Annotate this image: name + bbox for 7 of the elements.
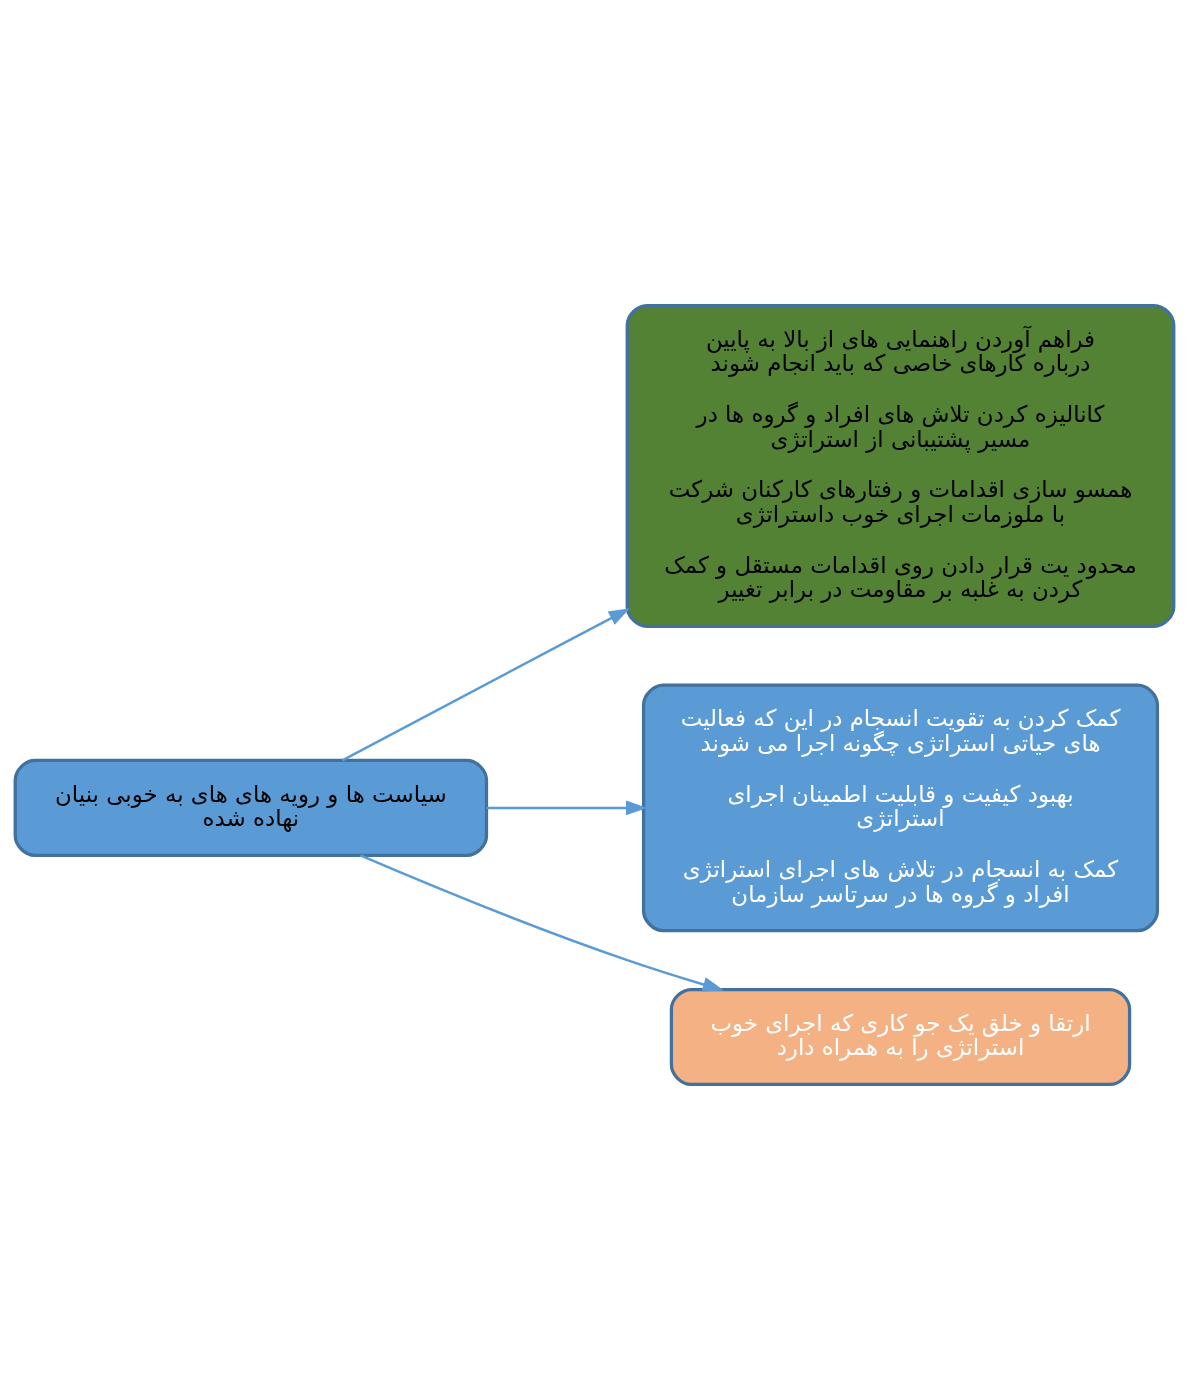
node-box: سیاست ها و رویه های های به خوبی بنیان نهاده شده <box>13 758 489 857</box>
arrow <box>341 607 631 761</box>
arrow <box>486 799 648 815</box>
node-box: کمک کردن به تقویت انسجام در این که فعالیت های حیاتی استراتژی چگونه اجرا می شوند بهبود کیفیت و قابلیت اطمینان اجرای استراتژی کمک به انسجام در تلاش های اجرای استراتژی افراد و گروه ها در سرتاسر سازمان <box>641 683 1160 932</box>
arrow <box>359 853 725 992</box>
node-box: ارتقا و خلق یک جو کاری که اجرای خوب استراتژی را به همراه دارد <box>669 987 1132 1086</box>
node-box: فراهم آوردن راهنمایی های از بالا به پایین درباره کارهای خاصی که باید انجام شوند کانالیزه کردن تلاش های افراد و گروه ها در مسیر پشتیبانی از استراتژی همسو سازی اقدامات و رفتارهای کارکنان شرکت با ملوزمات اجرای خوب داستراتژی محدود یت قرار دادن روی اقدامات مستقل و کمک کردن به غلبه بر مقاومت در برابر تغییر <box>625 303 1176 628</box>
